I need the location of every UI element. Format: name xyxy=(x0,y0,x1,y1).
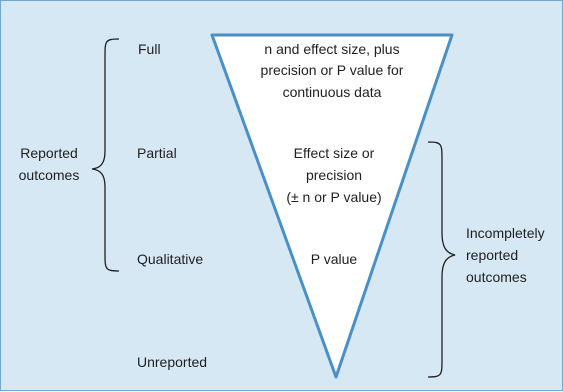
incompletely-reported-label-line-3: outcomes xyxy=(466,269,527,285)
full-description-line-2: precision or P value for xyxy=(260,62,404,78)
incompletely-reported-label-line-2: reported xyxy=(466,247,519,263)
partial-description-line-1: Effect size or xyxy=(293,145,375,161)
incompletely-reported-brace xyxy=(427,141,456,378)
partial-description-line-3: (± n or P value) xyxy=(286,189,382,205)
reported-outcomes-label-line-2: outcomes xyxy=(18,167,80,183)
incompletely-reported-label-line-1: Incompletely xyxy=(466,225,545,241)
reported-outcomes-label-line-1: Reported xyxy=(20,145,78,161)
reported-outcomes-brace xyxy=(91,38,120,272)
full-description-line-1: n and effect size, plus xyxy=(264,41,400,57)
level-label-unreported: Unreported xyxy=(137,354,208,370)
qualitative-description: P value xyxy=(310,251,358,267)
level-label-partial: Partial xyxy=(137,145,177,161)
level-label-qualitative: Qualitative xyxy=(137,251,204,267)
partial-description-line-2: precision xyxy=(305,167,363,183)
funnel-triangle xyxy=(210,33,454,379)
full-description-line-3: continuous data xyxy=(282,84,382,100)
level-label-full: Full xyxy=(138,41,161,57)
